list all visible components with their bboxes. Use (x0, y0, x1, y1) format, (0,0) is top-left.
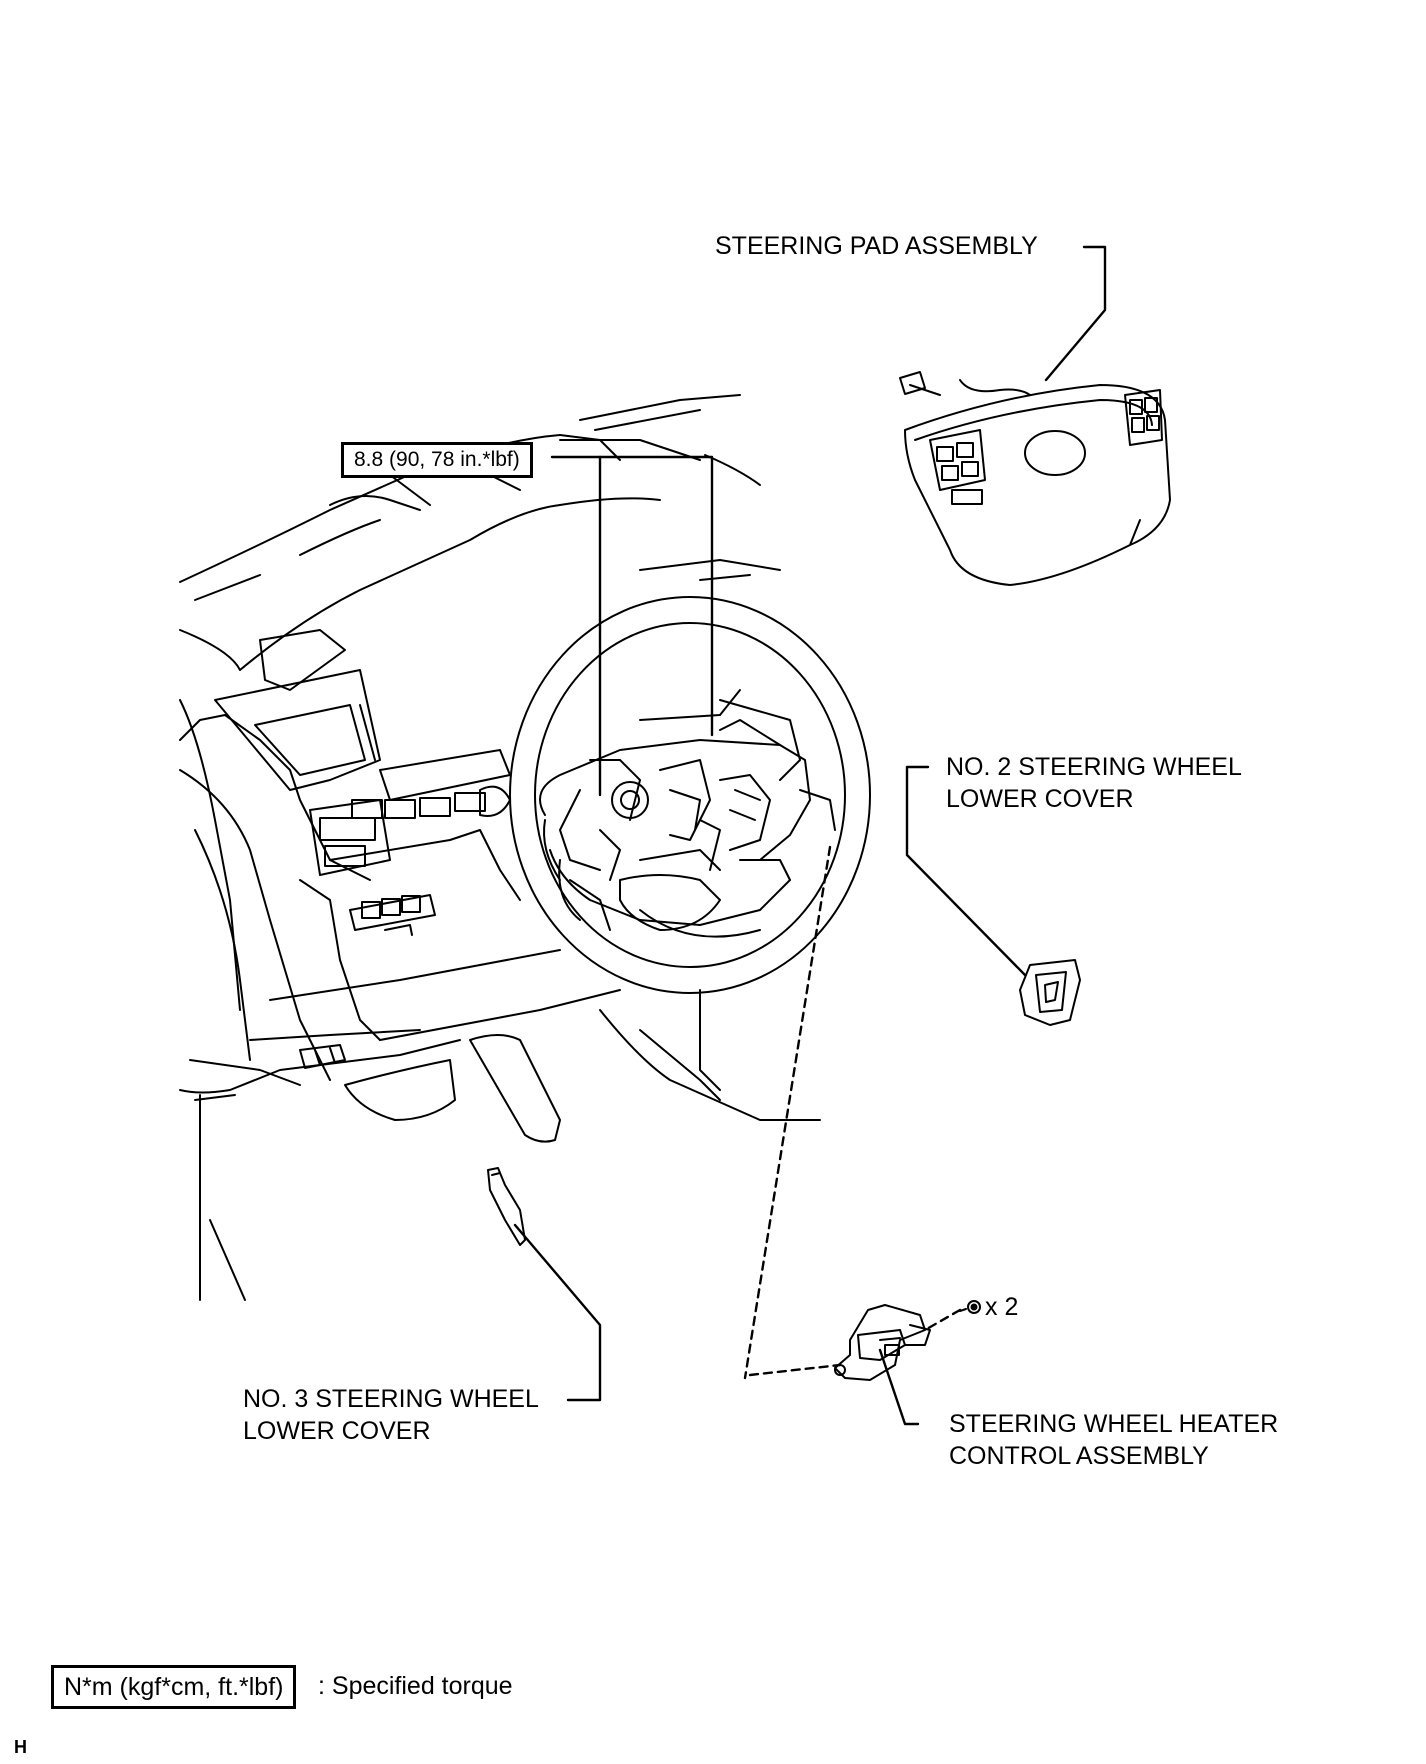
heater-control-drawing (834, 1304, 931, 1381)
instrument-panel-drawing (179, 394, 821, 1301)
steering-wheel-drawing (509, 596, 871, 994)
no2-cover-label-line2: LOWER COVER (946, 785, 1134, 813)
legend-unit-box: N*m (kgf*cm, ft.*lbf) (51, 1665, 297, 1709)
no2-cover-label-line1: NO. 2 STEERING WHEEL (946, 753, 1242, 781)
legend-description: : Specified torque (318, 1672, 513, 1700)
screw-quantity-label: x 2 (985, 1293, 1019, 1321)
steering-pad-label: STEERING PAD ASSEMBLY (715, 232, 1038, 260)
leader-lines (513, 245, 1107, 1426)
heater-control-label-line1: STEERING WHEEL HEATER (949, 1410, 1279, 1438)
no3-cover-label-line2: LOWER COVER (243, 1417, 431, 1445)
screw-icon (959, 1300, 981, 1314)
corner-mark: H (14, 1737, 27, 1757)
no3-cover-label-line1: NO. 3 STEERING WHEEL (243, 1385, 539, 1413)
no2-lower-cover-drawing (1019, 959, 1081, 1026)
steering-pad-drawing (899, 371, 1171, 586)
no3-lower-cover-drawing (487, 1167, 526, 1246)
heater-control-label-line2: CONTROL ASSEMBLY (949, 1442, 1209, 1470)
torque-spec-box: 8.8 (90, 78 in.*lbf) (341, 442, 533, 478)
